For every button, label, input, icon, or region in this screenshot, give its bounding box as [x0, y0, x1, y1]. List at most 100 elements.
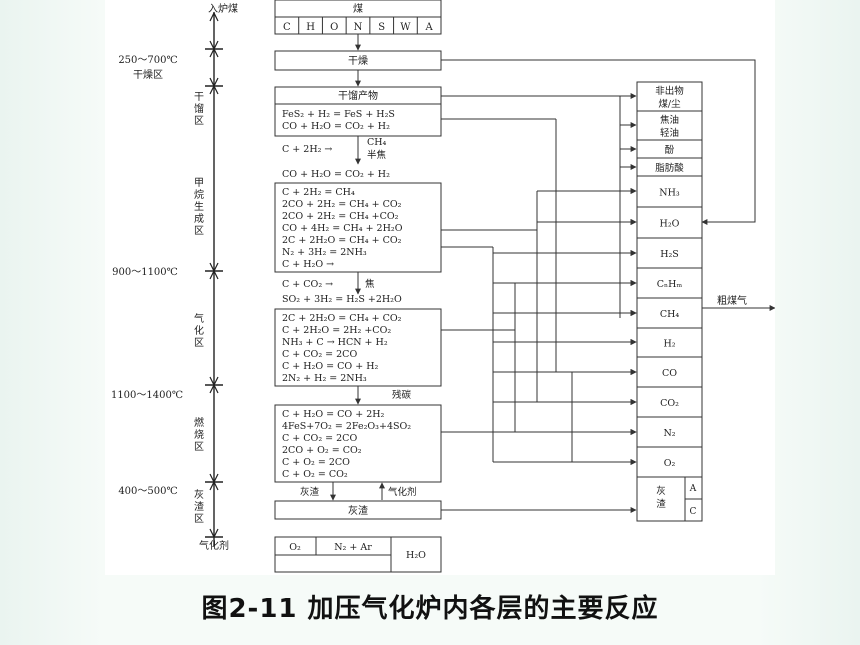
between-1-top: CH₄ — [367, 137, 387, 148]
product-label: CH₄ — [660, 309, 680, 320]
product-label: NH₃ — [659, 188, 680, 199]
combustion-reaction: 2CO + O₂ = CO₂ — [282, 445, 362, 456]
zone-label-distill: 干馏区 — [194, 92, 204, 127]
coal-element-cell: W — [400, 22, 411, 33]
agent-cell-o2: O₂ — [289, 542, 301, 553]
feed-label: 入炉煤 — [208, 2, 238, 15]
temp-label-4: 400～500℃ — [118, 486, 177, 497]
zone-label-burn: 燃烧区 — [194, 416, 204, 453]
combustion-reaction: C + O₂ = 2CO — [282, 457, 350, 468]
product-cell — [636, 175, 703, 208]
methanation-reaction: C + H₂O → — [282, 259, 334, 270]
product-label: N₂ — [663, 428, 675, 439]
methanation-reaction: C + 2H₂ = CH₄ — [282, 187, 355, 198]
product-label: 轻油 — [660, 127, 679, 139]
coal-title: 煤 — [353, 2, 363, 15]
distillation-reaction: FeS₂ + H₂ = FeS + H₂S — [282, 109, 395, 120]
flow-connectors — [441, 59, 776, 513]
combustion-reaction: C + CO₂ = 2CO — [282, 433, 357, 444]
product-cell — [636, 416, 703, 448]
methanation-reaction: 2CO + 2H₂ = CH₄ +CO₂ — [282, 211, 399, 222]
distillation-title: 干馏产物 — [338, 89, 378, 102]
gasifying-agent-box: O₂ N₂ + Ar H₂O — [274, 536, 442, 573]
product-label: 非出物 — [655, 85, 684, 97]
product-label: O₂ — [664, 458, 676, 469]
ash-box: 灰渣 — [274, 500, 442, 520]
product-cell — [636, 237, 703, 269]
zone-label-dry: 干燥区 — [133, 69, 163, 81]
methanation-reaction: CO + 4H₂ = CH₄ + 2H₂O — [282, 223, 403, 234]
gasification-reaction: C + 2H₂O = 2H₂ +CO₂ — [282, 325, 391, 336]
residue-label: 残碳 — [392, 389, 412, 401]
product-cell — [636, 110, 703, 141]
products-column: 非出物煤/尘焦油轻油酚脂肪酸NH₃H₂OH₂SCₙHₘCH₄H₂COCO₂N₂O… — [636, 81, 703, 522]
between-2-right: 焦 — [365, 278, 375, 290]
zone-label-ash: 灰渣区 — [194, 488, 204, 525]
product-label: CO₂ — [660, 398, 679, 409]
methanation-reaction: 2C + 2H₂O = CH₄ + CO₂ — [282, 235, 402, 246]
drying-box: 干燥 — [274, 50, 442, 71]
product-cell — [636, 81, 703, 112]
coal-element-cell: A — [425, 22, 434, 33]
ash-cell-label: 灰 — [656, 485, 666, 497]
coal-element-cell: N — [354, 22, 363, 33]
between-2-below: SO₂ + 3H₂ = H₂S +2H₂O — [282, 294, 402, 305]
distillation-reaction: CO + H₂O = CO₂ + H₂ — [282, 121, 390, 132]
figure-caption: 图2-11 加压气化炉内各层的主要反应 — [201, 594, 659, 624]
product-label: 脂肪酸 — [655, 162, 684, 174]
gasifier-label: 气化剂 — [199, 539, 229, 552]
ash-down-label: 灰渣 — [300, 486, 320, 498]
product-label: 焦油 — [660, 114, 679, 126]
zone-label-gasify: 气化区 — [194, 312, 204, 349]
product-label: H₂O — [660, 219, 680, 230]
ash-box-label: 灰渣 — [348, 504, 368, 517]
product-cell — [636, 267, 703, 299]
combustion-reaction: C + H₂O = CO + 2H₂ — [282, 409, 385, 420]
gasification-reaction: C + CO₂ = 2CO — [282, 349, 357, 360]
gasification-reaction: C + H₂O = CO + H₂ — [282, 361, 378, 372]
temp-label-2: 900～1100℃ — [112, 267, 178, 278]
temp-label-1: 250～700℃ — [118, 55, 177, 66]
ash-cell-label: 渣 — [656, 498, 666, 510]
ash-cell-c: C — [690, 507, 697, 517]
drying-label: 干燥 — [348, 55, 368, 67]
temp-label-3: 1100～1400℃ — [111, 390, 183, 401]
temperature-zone-axis: 入炉煤 250～700℃ 干燥区 干馏区 甲烷生成区 900～1100℃ 气化区… — [111, 2, 238, 552]
gasification-reaction: 2C + 2H₂O = CH₄ + CO₂ — [282, 313, 402, 324]
methanation-reaction: N₂ + 3H₂ = 2NH₃ — [282, 247, 367, 258]
product-label: H₂ — [663, 339, 675, 350]
figure: 入炉煤 250～700℃ 干燥区 干馏区 甲烷生成区 900～1100℃ 气化区… — [105, 0, 776, 575]
methanation-reaction: 2CO + 2H₂ = CH₄ + CO₂ — [282, 199, 402, 210]
between-1-below: CO + H₂O = CO₂ + H₂ — [282, 169, 390, 180]
axis-ticks — [205, 11, 223, 539]
coal-element-cell: O — [330, 22, 338, 33]
gasifier-reaction-diagram: 入炉煤 250～700℃ 干燥区 干馏区 甲烷生成区 900～1100℃ 气化区… — [111, 0, 776, 573]
product-label: 酚 — [665, 145, 675, 156]
gasification-reaction: 2N₂ + H₂ = 2NH₃ — [282, 373, 367, 384]
output-label: 粗煤气 — [717, 294, 747, 307]
product-cell — [636, 356, 703, 388]
product-label: CₙHₘ — [657, 279, 683, 290]
between-1-left: C + 2H₂ → — [282, 144, 332, 155]
coal-element-cell: S — [378, 22, 385, 33]
product-cell — [636, 206, 703, 239]
between-2-left: C + CO₂ → — [282, 279, 333, 290]
coal-element-cell: H — [306, 22, 315, 33]
agent-cell-h2o: H₂O — [406, 550, 426, 561]
between-1-bottom: 半焦 — [367, 149, 387, 161]
product-label: H₂S — [660, 249, 679, 260]
product-label: CO — [662, 368, 677, 379]
gasification-reaction: NH₃ + C → HCN + H₂ — [282, 337, 388, 348]
agent-up-label: 气化剂 — [388, 486, 417, 498]
ash-cell-a: A — [689, 484, 697, 494]
product-cell — [636, 327, 703, 358]
